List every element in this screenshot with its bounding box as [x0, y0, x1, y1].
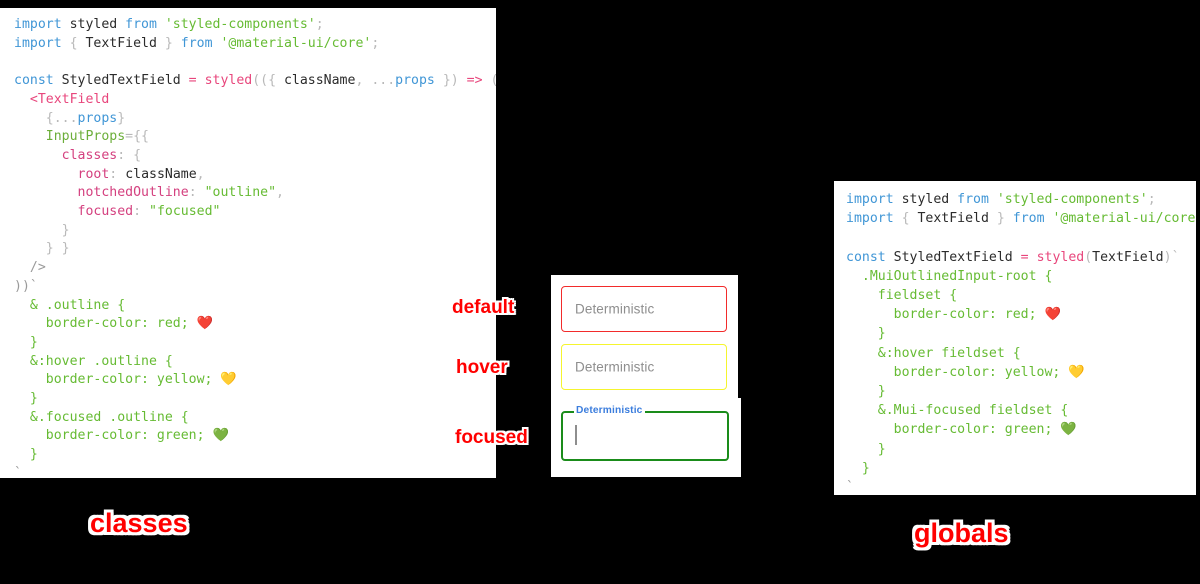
code-line: border-color: yellow; 💛 [846, 364, 1085, 380]
demo-panel-default-hover: Deterministic Deterministic [551, 275, 738, 398]
code-line: import styled from 'styled-components'; [846, 192, 1156, 207]
demo-panel-focused: Deterministic [551, 398, 741, 477]
code-line: notchedOutline: "outline", [77, 185, 284, 201]
code-line: &.Mui-focused fieldset { [846, 403, 1069, 419]
textfield-hover[interactable]: Deterministic [561, 344, 727, 390]
code-line: const StyledTextField = styled(TextField… [846, 249, 1180, 265]
code-line: const StyledTextField = styled(({ classN… [14, 73, 496, 89]
code-block-globals: import styled from 'styled-components'; i… [834, 181, 1196, 495]
textfield-default-text: Deterministic [575, 301, 655, 317]
code-line: & .outline { [14, 297, 126, 313]
code-line: root: className, [77, 166, 205, 182]
code-line: classes: { [61, 147, 142, 163]
code-line: import styled from 'styled-components'; [14, 17, 324, 32]
code-line [846, 228, 1196, 247]
annotation-hover: hover [456, 357, 508, 378]
code-line: } [846, 326, 886, 342]
text-caret [575, 425, 577, 445]
code-line: import { TextField } from '@material-ui/… [14, 35, 380, 51]
caption-classes: classes [90, 508, 188, 538]
annotation-default: default [452, 297, 515, 318]
code-line: ` [846, 480, 854, 495]
code-line: fieldset { [846, 288, 958, 304]
code-line: border-color: yellow; 💛 [14, 372, 237, 388]
textfield-focused-label: Deterministic [574, 405, 645, 416]
code-line: border-color: green; 💚 [14, 428, 229, 444]
annotation-focused: focused [455, 427, 528, 448]
code-line: <TextField [29, 91, 110, 107]
code-block-classes: import styled from 'styled-components'; i… [0, 8, 496, 478]
code-line [14, 53, 496, 72]
code-line: } [846, 384, 886, 400]
textfield-hover-text: Deterministic [575, 359, 655, 375]
code-line: focused: "focused" [77, 204, 221, 220]
code-line: InputProps={{ [45, 129, 149, 145]
code-line: } [846, 460, 870, 476]
code-line: .MuiOutlinedInput-root { [846, 268, 1053, 284]
code-line: } [14, 334, 38, 350]
code-line: } [14, 222, 70, 238]
textfield-default[interactable]: Deterministic [561, 286, 727, 332]
code-line: } [14, 447, 38, 463]
code-line: /> [14, 260, 46, 276]
code-line: } [846, 441, 886, 457]
code-line: border-color: green; 💚 [846, 422, 1077, 438]
code-line: {...props} [45, 110, 126, 126]
code-line: border-color: red; ❤️ [14, 316, 214, 332]
code-line: &.focused .outline { [14, 409, 189, 425]
code-line: import { TextField } from '@material-ui/… [846, 211, 1196, 227]
caption-globals: globals [914, 518, 1009, 548]
code-line: &:hover .outline { [14, 353, 173, 369]
code-line: &:hover fieldset { [846, 345, 1021, 361]
code-line: ))` [14, 278, 38, 294]
code-line: } [14, 391, 38, 407]
textfield-focused[interactable]: Deterministic [561, 405, 729, 461]
code-line: border-color: red; ❤️ [846, 307, 1061, 323]
code-line: } } [14, 241, 70, 257]
code-line: ` [14, 465, 22, 478]
